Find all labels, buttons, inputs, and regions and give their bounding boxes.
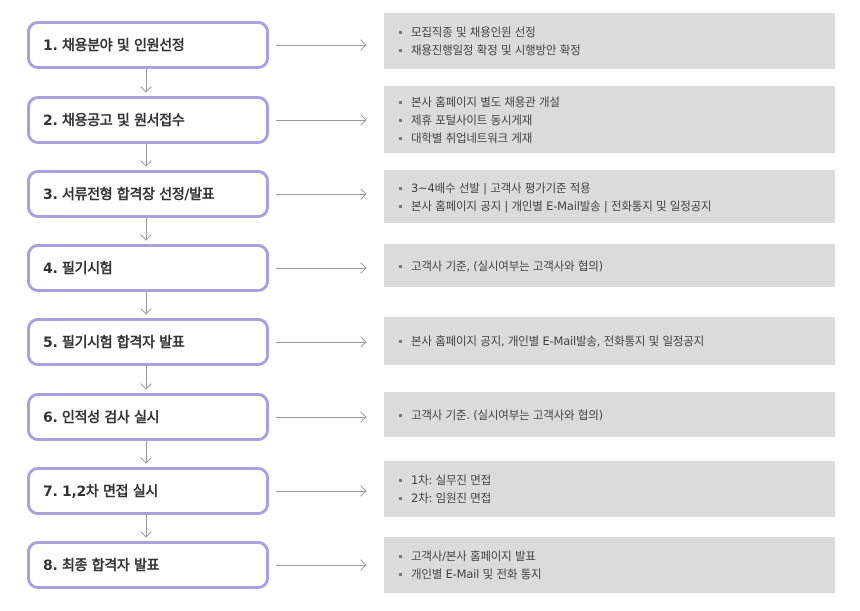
step-box-8: 8. 최종 합격자 발표 bbox=[27, 541, 269, 589]
step-title: 6. 인적성 검사 실시 bbox=[43, 410, 160, 426]
right-arrow-icon bbox=[276, 268, 366, 269]
right-arrow-icon bbox=[276, 491, 366, 492]
down-arrow-icon bbox=[146, 515, 147, 537]
step-title: 7. 1,2차 면접 실시 bbox=[43, 484, 158, 500]
step-detail-box-4: 고객사 기준, (실시여부는 고객사와 협의) bbox=[384, 244, 835, 287]
detail-item: 2차: 임원진 면접 bbox=[398, 489, 835, 507]
step-box-1: 1. 채용분야 및 인원선정 bbox=[27, 21, 269, 69]
right-arrow-icon bbox=[276, 417, 366, 418]
detail-item: 제휴 포털사이트 동시게재 bbox=[398, 111, 835, 129]
detail-item: 고객사 기준. (실시여부는 고객사와 협의) bbox=[398, 406, 835, 424]
right-arrow-icon bbox=[276, 120, 366, 121]
detail-item: 1차: 실무진 면접 bbox=[398, 471, 835, 489]
down-arrow-icon bbox=[146, 441, 147, 463]
step-title: 8. 최종 합격자 발표 bbox=[43, 558, 160, 574]
step-title: 3. 서류전형 합격장 선정/발표 bbox=[43, 187, 215, 203]
down-arrow-icon bbox=[146, 366, 147, 389]
step-title: 4. 필기시험 bbox=[43, 261, 113, 277]
step-box-4: 4. 필기시험 bbox=[27, 244, 269, 292]
detail-item: 대학별 취업네트워크 게재 bbox=[398, 129, 835, 147]
step-box-3: 3. 서류전형 합격장 선정/발표 bbox=[27, 170, 269, 218]
step-title: 5. 필기시험 합격자 발표 bbox=[43, 335, 185, 351]
detail-item: 3~4배수 선발 | 고객사 평가기준 적용 bbox=[398, 179, 835, 197]
detail-item: 고객사/본사 홈페이지 발표 bbox=[398, 547, 835, 565]
step-box-5: 5. 필기시험 합격자 발표 bbox=[27, 318, 269, 366]
detail-item: 개인별 E-Mail 및 전화 통지 bbox=[398, 565, 835, 583]
detail-item: 본사 홈페이지 공지, 개인별 E-Mail발송, 전화통지 및 일정공지 bbox=[398, 332, 835, 350]
step-title: 1. 채용분야 및 인원선정 bbox=[43, 38, 185, 54]
down-arrow-icon bbox=[146, 144, 147, 166]
down-arrow-icon bbox=[146, 292, 147, 314]
step-detail-box-6: 고객사 기준. (실시여부는 고객사와 협의) bbox=[384, 392, 835, 437]
detail-item: 본사 홈페이지 공지 | 개인별 E-Mail발송 | 전화통지 및 일정공지 bbox=[398, 197, 835, 215]
step-box-6: 6. 인적성 검사 실시 bbox=[27, 393, 269, 441]
right-arrow-icon bbox=[276, 194, 366, 195]
detail-item: 채용진행일정 확정 및 시행방안 확정 bbox=[398, 41, 835, 59]
right-arrow-icon bbox=[276, 342, 366, 343]
step-detail-box-5: 본사 홈페이지 공지, 개인별 E-Mail발송, 전화통지 및 일정공지 bbox=[384, 317, 835, 365]
detail-item: 고객사 기준, (실시여부는 고객사와 협의) bbox=[398, 257, 835, 275]
detail-item: 모집직종 및 채용인원 선정 bbox=[398, 23, 835, 41]
step-box-7: 7. 1,2차 면접 실시 bbox=[27, 467, 269, 515]
detail-item: 본사 홈페이지 별도 채용관 개설 bbox=[398, 93, 835, 111]
down-arrow-icon bbox=[146, 218, 147, 240]
step-box-2: 2. 채용공고 및 원서접수 bbox=[27, 96, 269, 144]
down-arrow-icon bbox=[146, 69, 147, 92]
right-arrow-icon bbox=[276, 45, 366, 46]
step-title: 2. 채용공고 및 원서접수 bbox=[43, 113, 185, 129]
right-arrow-icon bbox=[276, 565, 366, 566]
